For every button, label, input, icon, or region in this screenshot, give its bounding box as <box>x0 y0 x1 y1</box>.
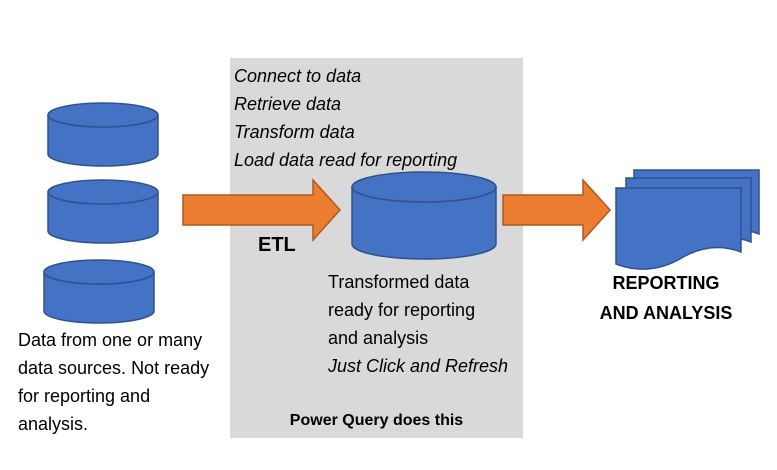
power-query-footer: Power Query does this <box>289 412 464 429</box>
step-connect: Connect to data <box>234 66 362 86</box>
sources-line-1: Data from one or many <box>18 330 203 350</box>
etl-label: ETL <box>258 234 296 256</box>
step-load: Load data read for reporting <box>234 150 458 170</box>
source-database-icon-2 <box>47 179 159 244</box>
reporting-analysis-label: REPORTING AND ANALYSIS <box>586 268 746 328</box>
source-database-icon-3 <box>43 259 155 324</box>
data-sources-text: Data from one or many data sources. Not … <box>18 326 238 438</box>
sources-line-4: analysis. <box>18 414 89 434</box>
transformed-line-3: and analysis <box>328 328 429 348</box>
reports-documents-icon <box>615 169 760 270</box>
etl-steps-list: Connect to data Retrieve data Transform … <box>234 62 457 174</box>
reporting-line-2: AND ANALYSIS <box>599 303 733 323</box>
step-transform: Transform data <box>234 122 355 142</box>
etl-arrow-icon <box>182 178 342 242</box>
sources-line-2: data sources. Not ready <box>18 358 210 378</box>
transformed-line-2: ready for reporting <box>328 300 476 320</box>
sources-line-3: for reporting and <box>18 386 151 406</box>
reporting-line-1: REPORTING <box>612 273 720 293</box>
transformed-database-icon <box>351 171 497 260</box>
report-arrow-icon <box>502 178 612 242</box>
source-database-icon-1 <box>47 102 159 167</box>
transformed-data-text: Transformed data ready for reporting and… <box>328 268 508 380</box>
refresh-note: Just Click and Refresh <box>328 356 509 376</box>
step-retrieve: Retrieve data <box>234 94 342 114</box>
transformed-line-1: Transformed data <box>328 272 470 292</box>
